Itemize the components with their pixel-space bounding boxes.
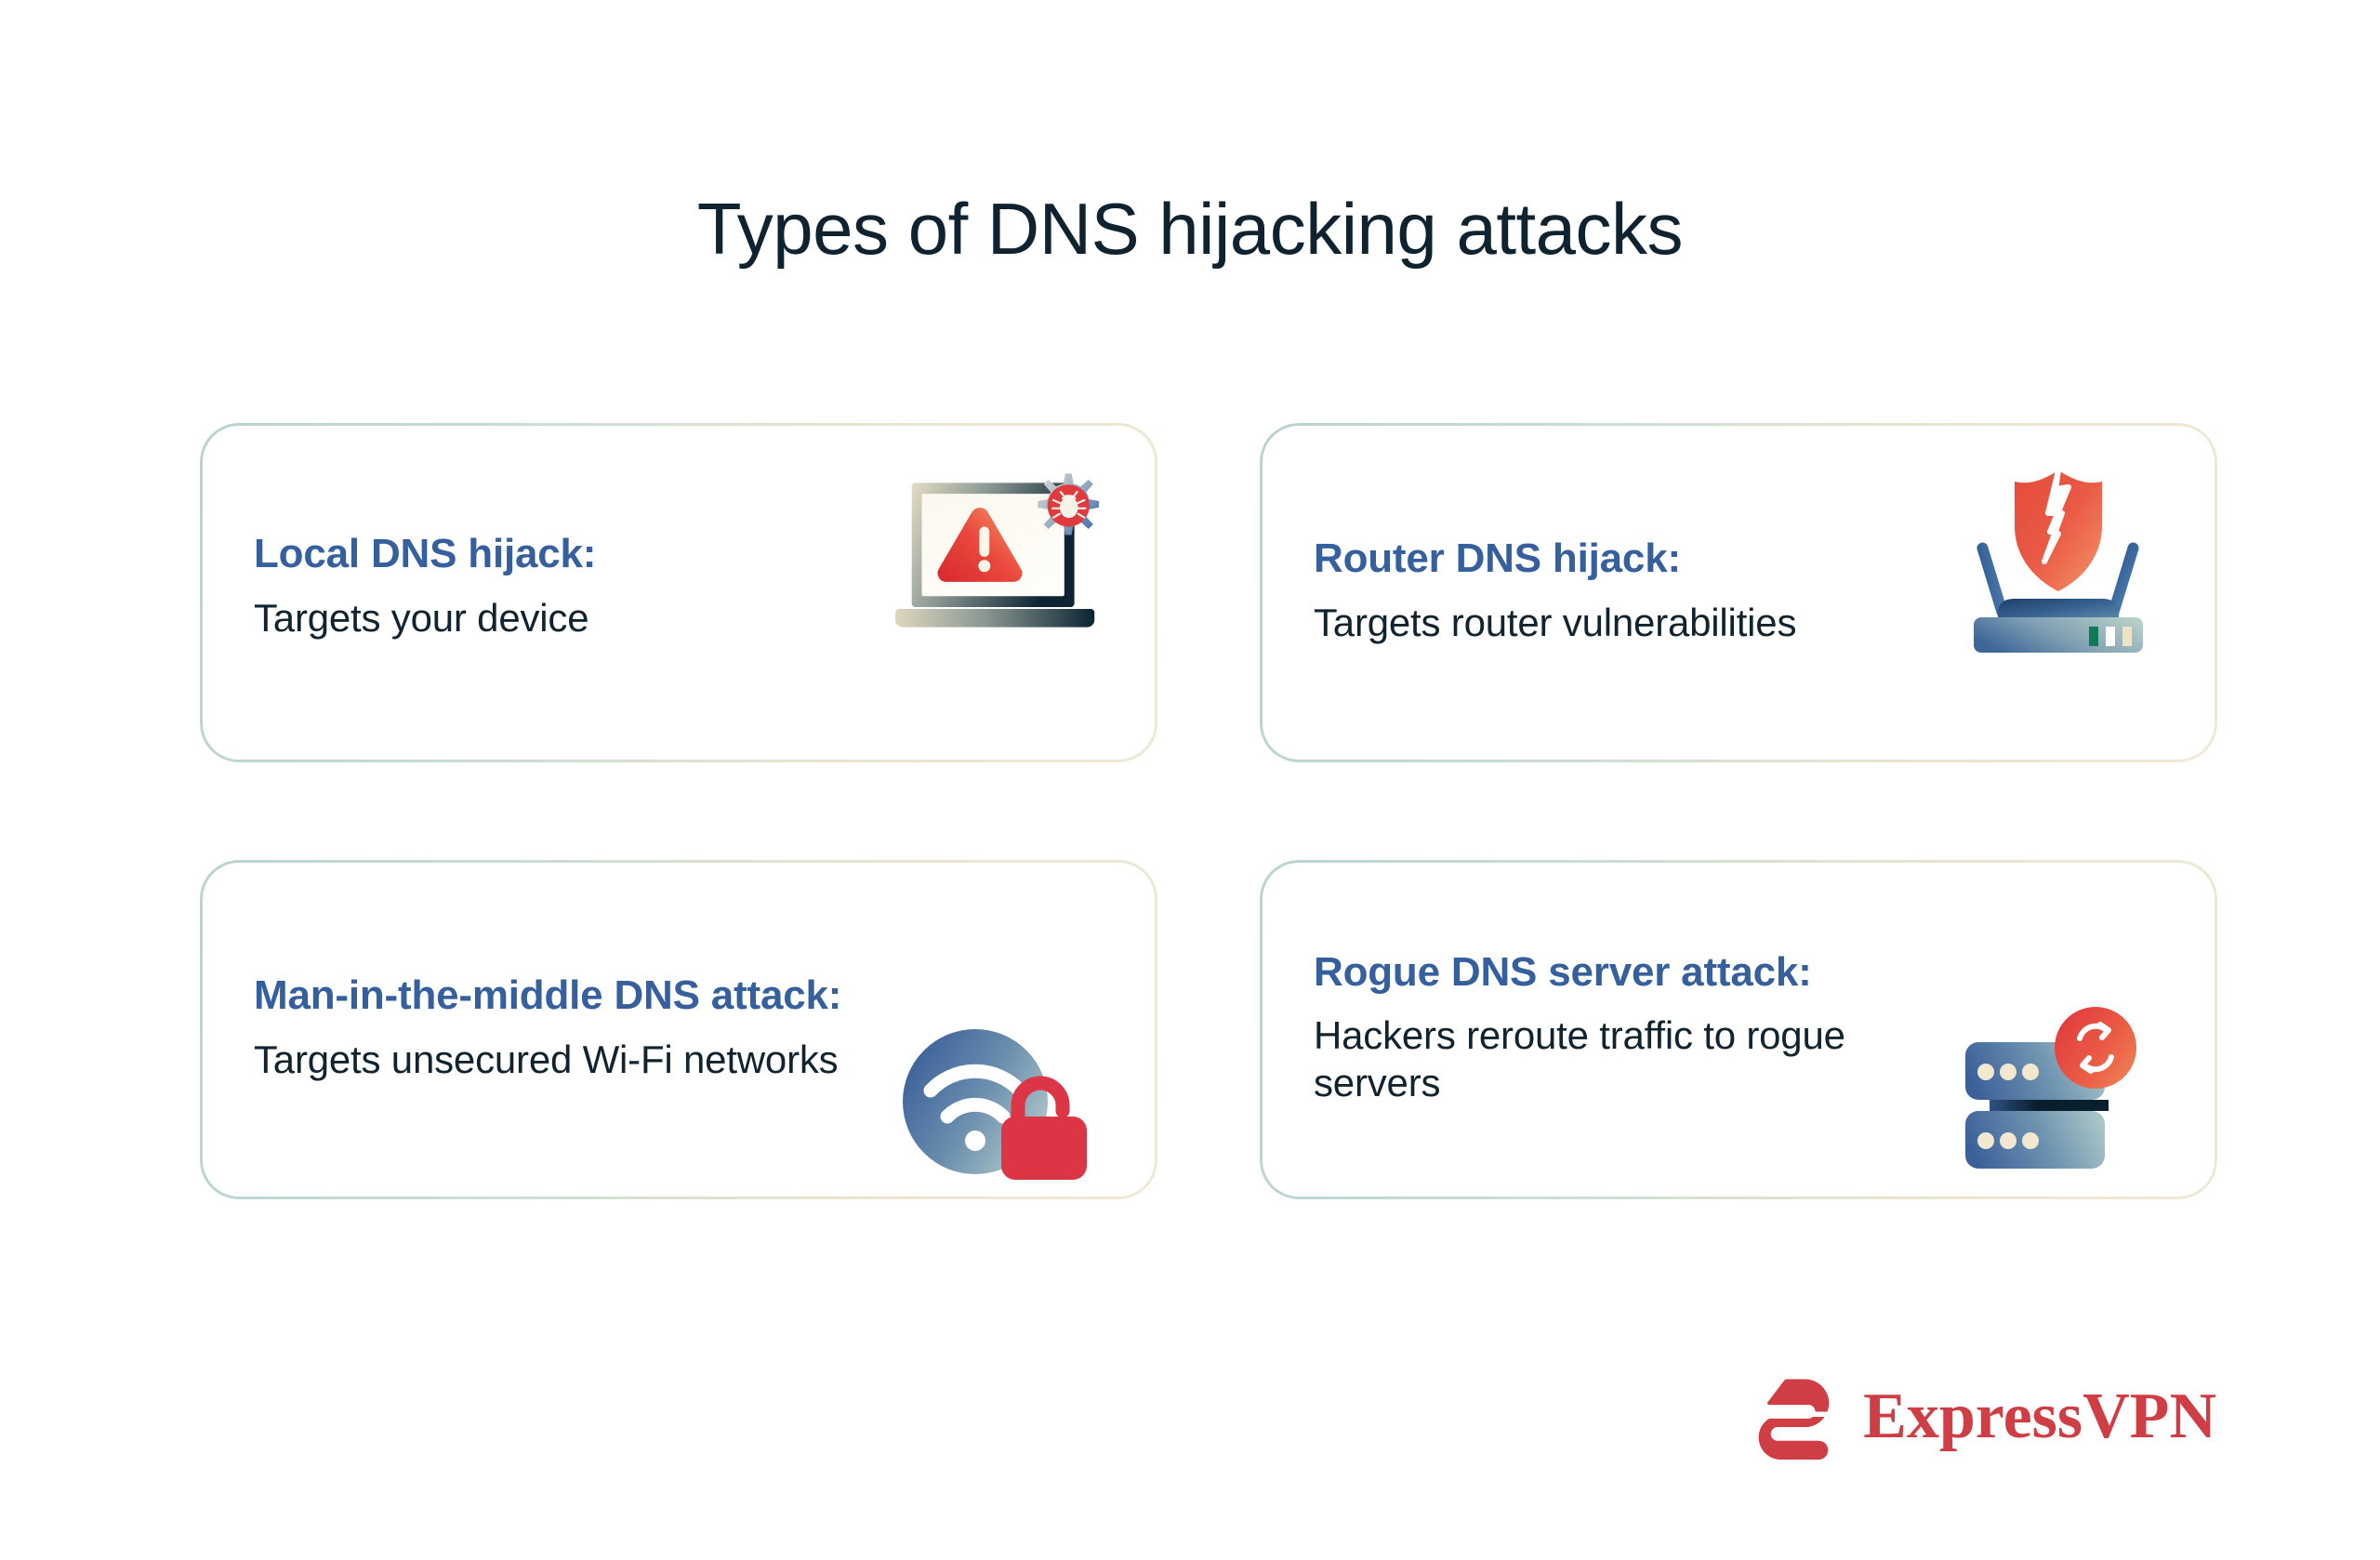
page-title: Types of DNS hijacking attacks (696, 188, 1684, 271)
laptop-warning-bug-icon (895, 462, 1109, 648)
expressvpn-e-logo-icon (1758, 1379, 1831, 1460)
card-heading: Rogue DNS server attack: (1314, 948, 1812, 995)
card-heading: Local DNS hijack: (254, 531, 597, 577)
card-body: Targets unsecured Wi-Fi networks (254, 1037, 839, 1081)
card-text-block: Man-in-the-middle DNS attack: Targets un… (254, 972, 895, 1087)
card-text-block: Rogue DNS server attack: Hackers reroute… (1314, 949, 1955, 1111)
card-router-dns-hijack[interactable]: Router DNS hijack: Targets router vulner… (1260, 423, 2217, 762)
card-body: Targets router vulnerabilities (1314, 600, 1797, 644)
card-local-dns-hijack[interactable]: Local DNS hijack: Targets your device (200, 423, 1157, 762)
card-body: Targets your device (254, 595, 589, 640)
router-broken-shield-icon (1955, 464, 2169, 653)
card-rogue-dns-server-attack[interactable]: Rogue DNS server attack: Hackers reroute… (1260, 860, 2217, 1199)
card-heading: Man-in-the-middle DNS attack: (254, 972, 842, 1019)
card-man-in-the-middle-dns-attack[interactable]: Man-in-the-middle DNS attack: Targets un… (200, 860, 1157, 1199)
card-body: Hackers reroute traffic to rogue servers (1314, 1012, 1845, 1105)
server-stack-refresh-icon (1955, 989, 2169, 1175)
expressvpn-wordmark: ExpressVPN (1863, 1381, 2216, 1452)
card-heading: Router DNS hijack: (1314, 535, 1681, 582)
card-text-block: Local DNS hijack: Targets your device (254, 531, 895, 654)
attack-types-card-grid: Local DNS hijack: Targets your device (200, 423, 2217, 1199)
expressvpn-logo: ExpressVPN (1757, 1374, 2216, 1460)
wifi-unlocked-padlock-icon (895, 995, 1109, 1181)
card-text-block: Router DNS hijack: Targets router vulner… (1314, 535, 1955, 650)
